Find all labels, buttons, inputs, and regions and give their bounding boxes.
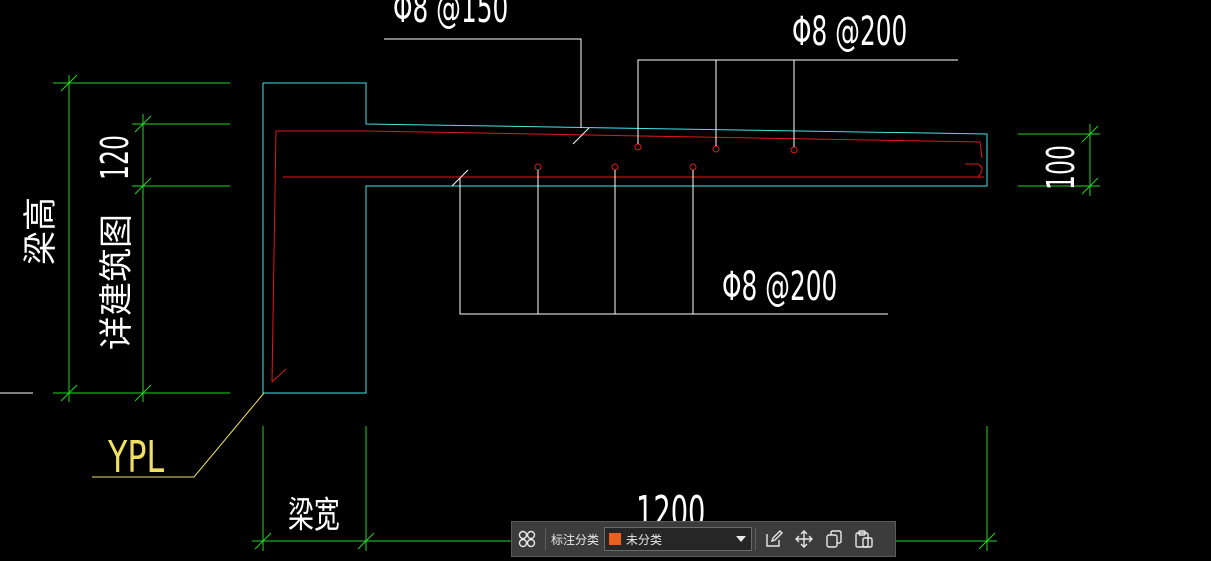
ring-beam-note: 详建筑图 (97, 214, 137, 350)
edit-icon[interactable] (759, 524, 789, 554)
ypl-leader (92, 392, 265, 478)
annotation-toolbar: 标注分类 未分类 (511, 521, 896, 557)
bottom-dist-callout: Φ8 @200 (722, 263, 837, 310)
category-dropdown[interactable]: 未分类 (604, 527, 753, 551)
leader-top-rebar-tick (572, 127, 590, 145)
top-main-rebar (271, 130, 983, 383)
leader-bottom-dist-tick (451, 169, 469, 187)
leader-top-dist (637, 59, 958, 144)
toolbar-separator (545, 528, 546, 550)
chevron-down-icon (736, 536, 747, 542)
leader-bottom-dist (459, 178, 888, 315)
top-dist-callout: Φ8 @200 (792, 8, 907, 55)
category-color-swatch (609, 533, 622, 545)
category-value: 未分类 (626, 532, 663, 547)
top-rebar-callout: Φ8 @150 (393, 0, 508, 32)
beam-slab-outline (262, 82, 988, 394)
element-tag-ypl: YPL (107, 432, 164, 484)
beam-width-label: 梁宽 (288, 495, 340, 536)
move-icon[interactable] (789, 524, 819, 554)
left-dimensions (53, 74, 230, 402)
slab-end-thickness: 100 (1040, 145, 1083, 190)
grid-icon[interactable] (512, 524, 542, 554)
beam-height-label: 梁高 (21, 197, 61, 265)
slab-root-thickness: 120 (94, 135, 137, 180)
category-label: 标注分类 (551, 532, 600, 547)
paste-icon[interactable] (849, 524, 879, 554)
leader-top-rebar (384, 38, 582, 128)
toolbar-separator (755, 528, 757, 550)
copy-icon[interactable] (819, 524, 849, 554)
rebar-hook-end (965, 163, 983, 178)
right-dimensions (1018, 124, 1100, 196)
rebar-hook-bottom (271, 368, 287, 383)
